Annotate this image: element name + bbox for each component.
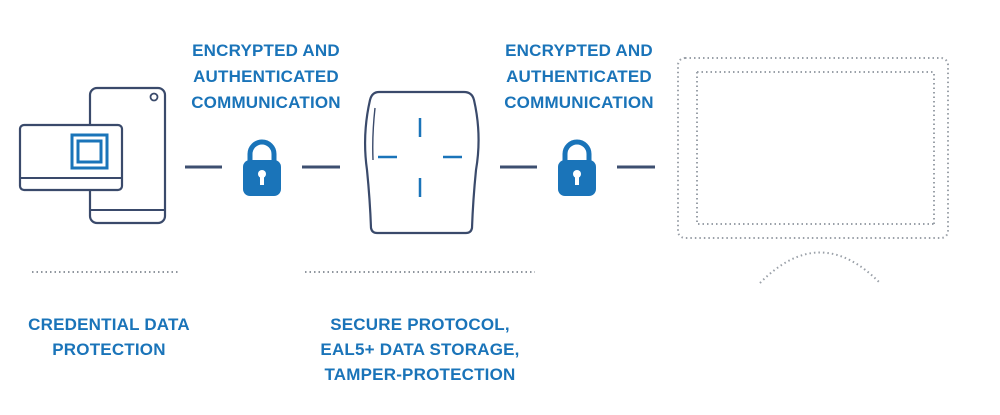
link-label-left: ENCRYPTED AND AUTHENTICATED COMMUNICATIO…: [186, 38, 346, 116]
reader-label-line: TAMPER-PROTECTION: [324, 365, 516, 384]
reader-icon: [364, 90, 480, 235]
reader-label-line: EAL5+ DATA STORAGE,: [320, 340, 520, 359]
link-label-right: ENCRYPTED AND AUTHENTICATED COMMUNICATIO…: [499, 38, 659, 116]
link-label-line: COMMUNICATION: [504, 93, 654, 112]
link-label-line: AUTHENTICATED: [193, 67, 339, 86]
link-label-line: ENCRYPTED AND: [192, 41, 340, 60]
link-label-line: ENCRYPTED AND: [505, 41, 653, 60]
card-icon: [18, 123, 124, 192]
reader-label: SECURE PROTOCOL, EAL5+ DATA STORAGE, TAM…: [320, 312, 520, 387]
credential-label-line: PROTECTION: [52, 340, 166, 359]
credential-label: CREDENTIAL DATA PROTECTION: [24, 312, 194, 362]
reader-label-line: SECURE PROTOCOL,: [330, 315, 510, 334]
lock-icon: [243, 139, 281, 196]
link-label-line: COMMUNICATION: [191, 93, 341, 112]
monitor-icon: [677, 57, 949, 284]
credential-label-line: CREDENTIAL DATA: [28, 315, 190, 334]
link-label-line: AUTHENTICATED: [506, 67, 652, 86]
lock-icon: [558, 139, 596, 196]
